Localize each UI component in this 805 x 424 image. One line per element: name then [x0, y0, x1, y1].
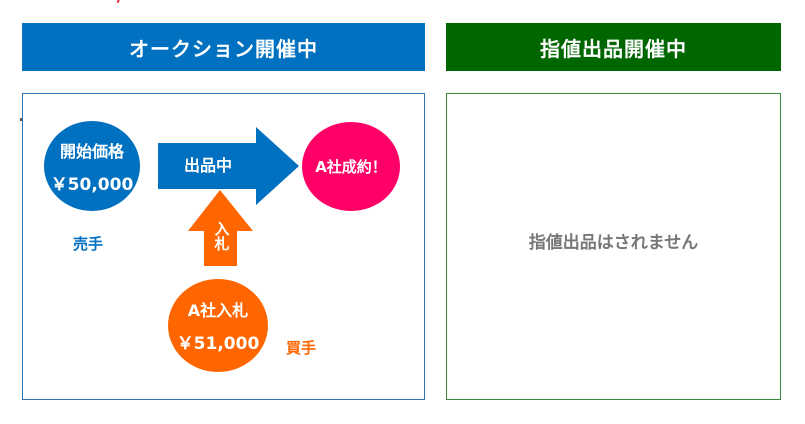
limit-order-panel [446, 93, 781, 400]
listing-arrow-shape [158, 127, 299, 205]
bid-value: ￥51,000 [176, 334, 260, 354]
bid-arrow-label: 入札 [212, 221, 231, 251]
auction-panel [22, 93, 425, 400]
no-limit-order-message: 指値出品はされません [528, 233, 699, 253]
limit-order-header-label: 指値出品開催中 [540, 36, 687, 61]
result-label: A社成約！ [315, 158, 387, 176]
seller-label: 売手 [73, 235, 104, 253]
bid-arrow-shape [188, 190, 253, 266]
decorative-dot [20, 118, 23, 121]
start-price-value: ￥50,000 [50, 174, 134, 195]
start-price-label: 開始価格 [59, 141, 124, 161]
buyer-label: 買手 [286, 339, 317, 357]
listing-arrow-label: 出品中 [183, 156, 232, 175]
result-node: A社成約！ [302, 122, 400, 211]
limit-order-header: 指値出品開催中 [446, 23, 781, 71]
auction-header-label: オークション開催中 [129, 36, 318, 61]
bid-label: A社入札 [187, 301, 249, 320]
bid-node: A社入札 ￥51,000 [168, 279, 268, 372]
start-price-node: 開始価格 ￥50,000 [44, 121, 140, 211]
auction-header: オークション開催中 [22, 23, 425, 71]
